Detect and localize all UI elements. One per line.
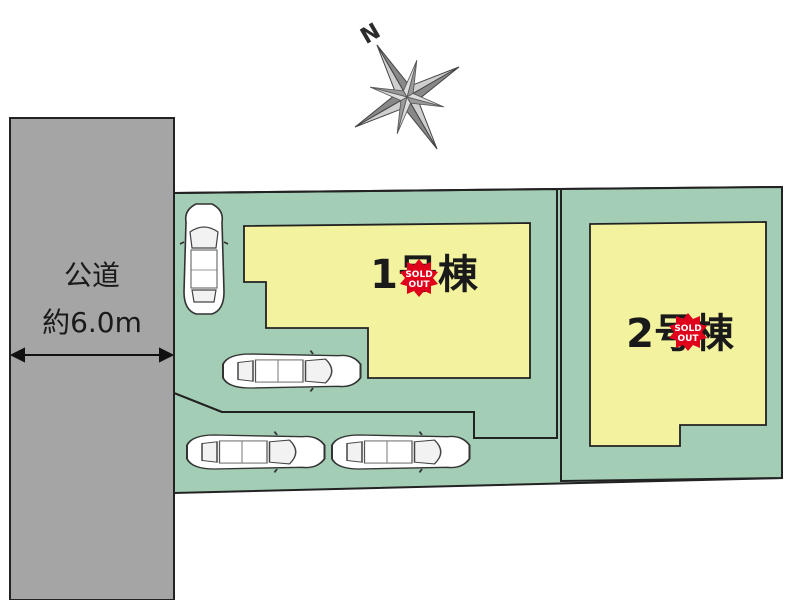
public-road xyxy=(9,117,175,600)
building-1 xyxy=(243,222,531,379)
building-1-sold-badge: SOLD OUT xyxy=(400,259,438,297)
lot-1-outline xyxy=(173,187,558,439)
road-width: 約6.0m xyxy=(42,306,142,339)
compass-rose: N xyxy=(354,19,460,150)
building-1-out-text: OUT xyxy=(408,280,430,290)
car-icon xyxy=(222,349,362,393)
building-1-sold-text: SOLD xyxy=(405,270,432,280)
road-width-arrow xyxy=(9,347,175,363)
building-2-sold-badge: SOLD OUT xyxy=(669,313,707,351)
car-icon xyxy=(331,430,471,474)
building-2-sold-text: SOLD xyxy=(674,324,701,334)
building-2-out-text: OUT xyxy=(677,334,699,344)
car-icon xyxy=(186,430,326,474)
road-name: 公道 xyxy=(64,259,120,292)
north-label: N xyxy=(357,19,385,50)
car-icon xyxy=(179,203,229,315)
